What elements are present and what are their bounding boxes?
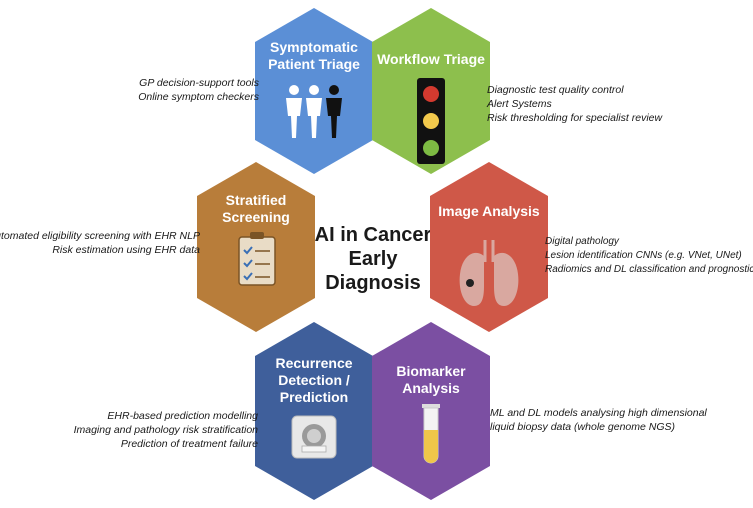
annotation-recurrence: EHR-based prediction modelling Imaging a… xyxy=(74,409,258,451)
center-title-line: AI in Cancer xyxy=(315,224,432,246)
clipboard-checklist-icon xyxy=(238,232,276,286)
hex-title: Analysis xyxy=(402,380,460,396)
annotation-line: Digital pathology xyxy=(545,236,619,247)
annotation-line: Imaging and pathology risk stratificatio… xyxy=(73,424,258,436)
hex-title: Symptomatic xyxy=(270,39,358,55)
hex-shape xyxy=(255,322,373,500)
hex-image-analysis: Image Analysis xyxy=(430,162,548,332)
annotation-line: Diagnostic test quality control xyxy=(487,84,624,96)
annotation-line: Risk estimation using EHR data xyxy=(52,244,200,256)
hex-shape xyxy=(430,162,548,332)
lungs-icon xyxy=(459,240,519,306)
hex-title: Stratified xyxy=(226,192,287,208)
annotation-line: Risk thresholding for specialist review xyxy=(487,112,663,124)
hex-title: Recurrence xyxy=(275,355,352,371)
people-icon xyxy=(286,85,342,138)
annotation-line: EHR-based prediction modelling xyxy=(107,410,258,422)
traffic-light-icon xyxy=(417,78,445,164)
annotation-image: Digital pathology Lesion identification … xyxy=(545,235,753,277)
annotation-stratified: Automated eligibility screening with EHR… xyxy=(0,229,200,257)
hex-symptomatic-patient-triage: Symptomatic Patient Triage xyxy=(255,8,373,174)
center-title-line: Diagnosis xyxy=(325,272,421,294)
annotation-line: liquid biopsy data (whole genome NGS) xyxy=(490,421,676,433)
hex-title: Patient Triage xyxy=(268,56,360,72)
annotation-line: Alert Systems xyxy=(487,98,552,110)
hex-workflow-triage: Workflow Triage xyxy=(372,8,490,174)
ct-scanner-icon xyxy=(291,415,337,459)
center-title: AI in Cancer Early Diagnosis xyxy=(315,224,432,294)
annotation-line: Lesion identification CNNs (e.g. VNet, U… xyxy=(545,250,742,261)
annotation-line: Radiomics and DL classification and prog… xyxy=(545,264,753,275)
test-tube-icon xyxy=(422,404,440,464)
hex-recurrence-detection-prediction: Recurrence Detection / Prediction xyxy=(255,322,373,500)
hex-title: Biomarker xyxy=(396,363,466,379)
annotation-line: Online symptom checkers xyxy=(138,91,259,103)
annotation-biomarker: ML and DL models analysing high dimensio… xyxy=(490,406,707,434)
hex-title: Detection / xyxy=(278,372,350,388)
hex-title: Workflow Triage xyxy=(377,51,485,67)
annotation-line: GP decision-support tools xyxy=(139,77,259,89)
hex-title: Screening xyxy=(222,209,290,225)
annotation-workflow: Diagnostic test quality control Alert Sy… xyxy=(487,83,662,125)
hex-biomarker-analysis: Biomarker Analysis xyxy=(372,322,490,500)
annotation-symptomatic: GP decision-support tools Online symptom… xyxy=(138,76,259,104)
center-title-line: Early xyxy=(349,248,399,270)
annotation-line: Prediction of treatment failure xyxy=(120,438,258,450)
hex-stratified-screening: Stratified Screening xyxy=(197,162,315,332)
annotation-line: Automated eligibility screening with EHR… xyxy=(0,230,200,242)
hex-title: Image Analysis xyxy=(438,203,540,219)
hex-title: Prediction xyxy=(280,389,348,405)
annotation-line: ML and DL models analysing high dimensio… xyxy=(490,407,707,419)
